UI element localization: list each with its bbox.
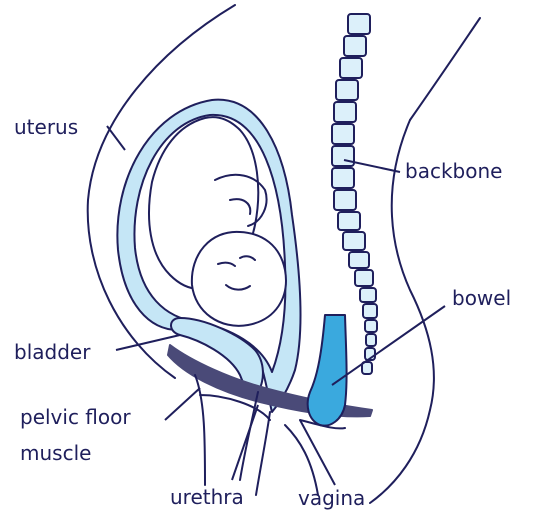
label-backbone: backbone [405,160,502,183]
label-bladder: bladder [14,341,90,364]
label-bowel: bowel [452,287,511,310]
label-pelvic-floor-line1: pelvic floor [20,406,131,429]
baby-head [192,232,286,326]
label-urethra: urethra [170,486,244,509]
label-vagina: vagina [298,487,365,510]
label-uterus: uterus [14,116,78,139]
label-pelvic-floor-line2: muscle [20,442,91,465]
abdomen-outline [410,18,480,120]
vagina-shape [308,315,347,426]
